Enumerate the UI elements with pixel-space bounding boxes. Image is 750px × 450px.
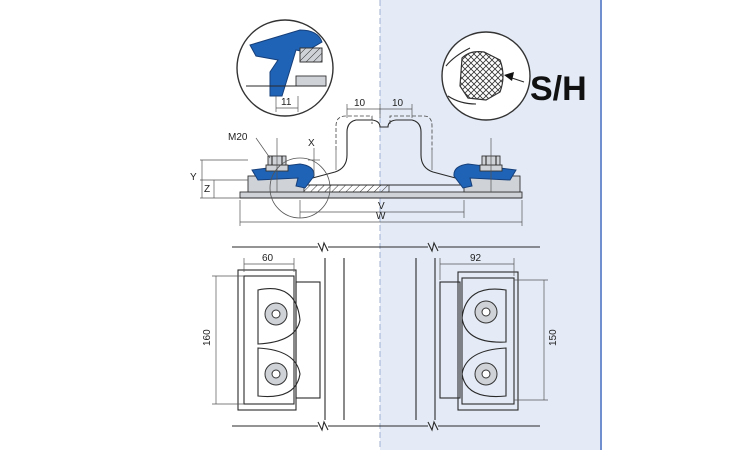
detail-circle-right <box>441 31 531 121</box>
label-v: V <box>378 201 385 212</box>
label-11: 11 <box>281 97 292 108</box>
label-sh: S/H <box>530 70 587 108</box>
label-w: W <box>376 211 386 222</box>
label-x: X <box>308 138 315 149</box>
label-m20: M20 <box>228 132 248 143</box>
base-plate <box>239 191 523 199</box>
elastic-pad-detail <box>459 51 504 101</box>
label-10-left: 10 <box>354 98 366 109</box>
label-60: 60 <box>262 253 274 264</box>
rail-profile <box>304 119 464 186</box>
rail-pad <box>302 184 390 193</box>
detail-circle-left <box>236 19 334 117</box>
rail-head-dashed <box>335 115 433 150</box>
label-10-right: 10 <box>392 98 404 109</box>
section-view <box>200 104 523 226</box>
plan-view <box>212 241 548 432</box>
label-z: Z <box>204 184 210 195</box>
label-92: 92 <box>470 253 482 264</box>
label-150: 150 <box>548 329 559 346</box>
right-plate-plan <box>457 271 519 411</box>
label-160: 160 <box>202 329 213 346</box>
label-y: Y <box>190 172 197 183</box>
left-plate-plan <box>237 269 297 411</box>
